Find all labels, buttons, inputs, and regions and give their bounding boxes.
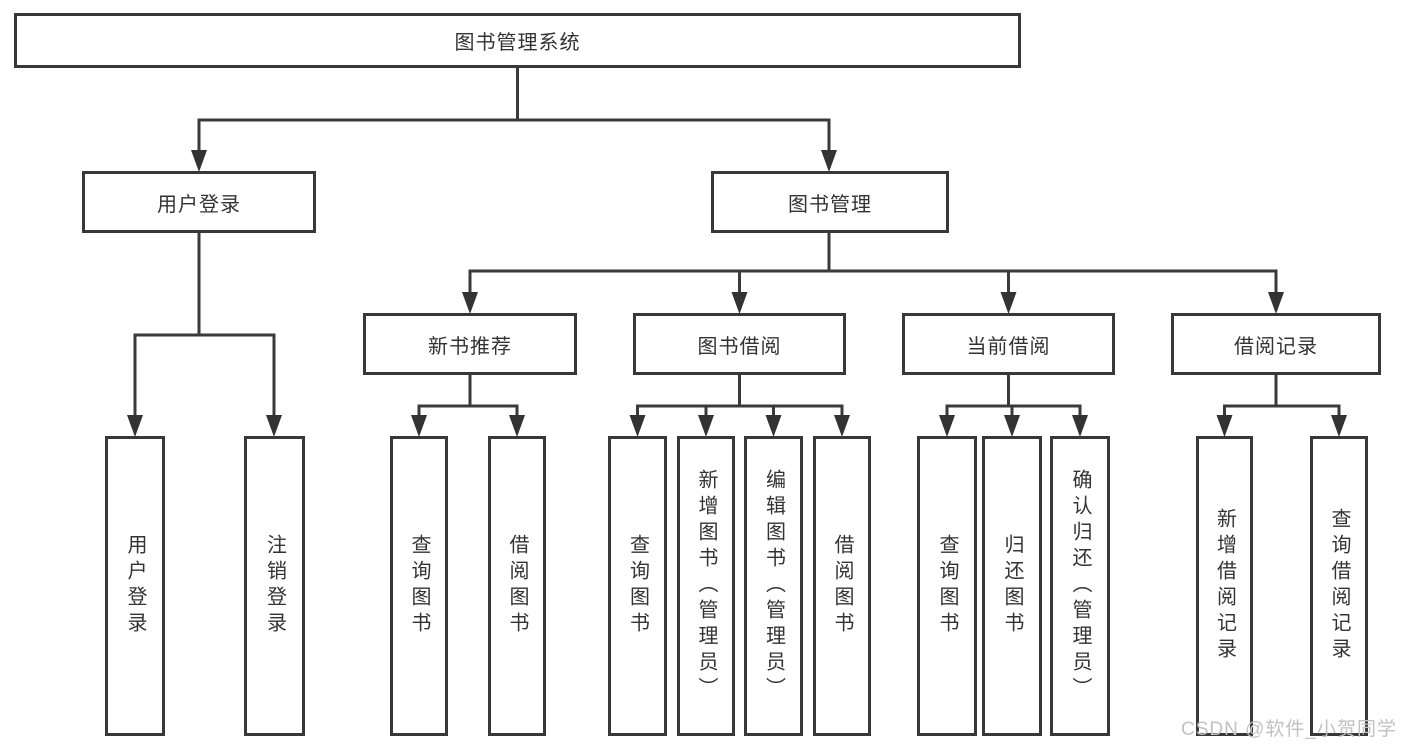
leaf-borrow-query-books: 查询图书: [608, 436, 667, 736]
node-book-borrow: 图书借阅: [633, 313, 846, 375]
node-book-management-label: 图书管理: [788, 193, 872, 216]
leaf-logout-login-label: 注销登录: [263, 534, 286, 638]
leaf-current-query-books: 查询图书: [917, 436, 977, 736]
leaf-borrow-edit-books-admin-label: 编辑图书（管理员）: [762, 469, 785, 703]
leaf-records-add-record: 新增借阅记录: [1196, 436, 1253, 736]
leaf-records-add-record-label: 新增借阅记录: [1213, 508, 1236, 664]
node-book-borrow-label: 图书借阅: [697, 335, 782, 358]
connector-recommend-to-leaves: [411, 375, 525, 437]
leaf-user-login: 用户登录: [105, 436, 165, 736]
leaf-borrow-edit-books-admin: 编辑图书（管理员）: [744, 436, 803, 736]
connector-current-to-leaves: [939, 375, 1088, 437]
csdn-watermark: CSDN @软件_小贺同学: [1181, 719, 1397, 740]
connector-records-to-leaves: [1216, 375, 1347, 437]
node-new-book-recommend: 新书推荐: [363, 313, 577, 375]
leaf-records-query-record: 查询借阅记录: [1310, 436, 1368, 736]
leaf-borrow-borrow-books: 借阅图书: [813, 436, 871, 736]
leaf-current-return-books-label: 归还图书: [1001, 534, 1023, 638]
node-root-system: 图书管理系统: [14, 13, 1021, 68]
leaf-recommend-borrow-books: 借阅图书: [488, 436, 546, 736]
leaf-records-query-record-label: 查询借阅记录: [1328, 508, 1350, 664]
node-borrow-records: 借阅记录: [1171, 313, 1381, 375]
leaf-recommend-query-books: 查询图书: [390, 436, 448, 736]
leaf-logout-login: 注销登录: [244, 436, 305, 736]
node-new-book-recommend-label: 新书推荐: [428, 335, 512, 358]
leaf-current-return-books: 归还图书: [982, 436, 1042, 736]
leaf-user-login-label: 用户登录: [124, 534, 146, 638]
node-user-login: 用户登录: [82, 171, 316, 233]
connector-login-to-leaves: [127, 233, 282, 437]
node-borrow-records-label: 借阅记录: [1234, 335, 1318, 358]
leaf-current-query-books-label: 查询图书: [936, 534, 958, 638]
leaf-borrow-add-books-admin: 新增图书（管理员）: [677, 436, 735, 736]
leaf-current-confirm-return-admin-label: 确认归还（管理员）: [1069, 469, 1091, 703]
connector-root-to-level2: [191, 68, 837, 172]
leaf-borrow-add-books-admin-label: 新增图书（管理员）: [695, 469, 717, 703]
leaf-borrow-borrow-books-label: 借阅图书: [831, 534, 853, 638]
leaf-current-confirm-return-admin: 确认归还（管理员）: [1050, 436, 1110, 736]
node-user-login-label: 用户登录: [157, 193, 241, 216]
leaf-recommend-borrow-books-label: 借阅图书: [506, 534, 528, 638]
leaf-borrow-query-books-label: 查询图书: [626, 534, 649, 638]
node-current-borrow: 当前借阅: [902, 313, 1115, 375]
leaf-recommend-query-books-label: 查询图书: [408, 534, 430, 638]
connector-mgmt-to-level3: [462, 233, 1284, 314]
node-current-borrow-label: 当前借阅: [966, 335, 1051, 358]
node-book-management: 图书管理: [711, 171, 949, 233]
node-root-system-label: 图书管理系统: [454, 32, 581, 54]
connector-borrow-to-leaves: [629, 375, 850, 437]
